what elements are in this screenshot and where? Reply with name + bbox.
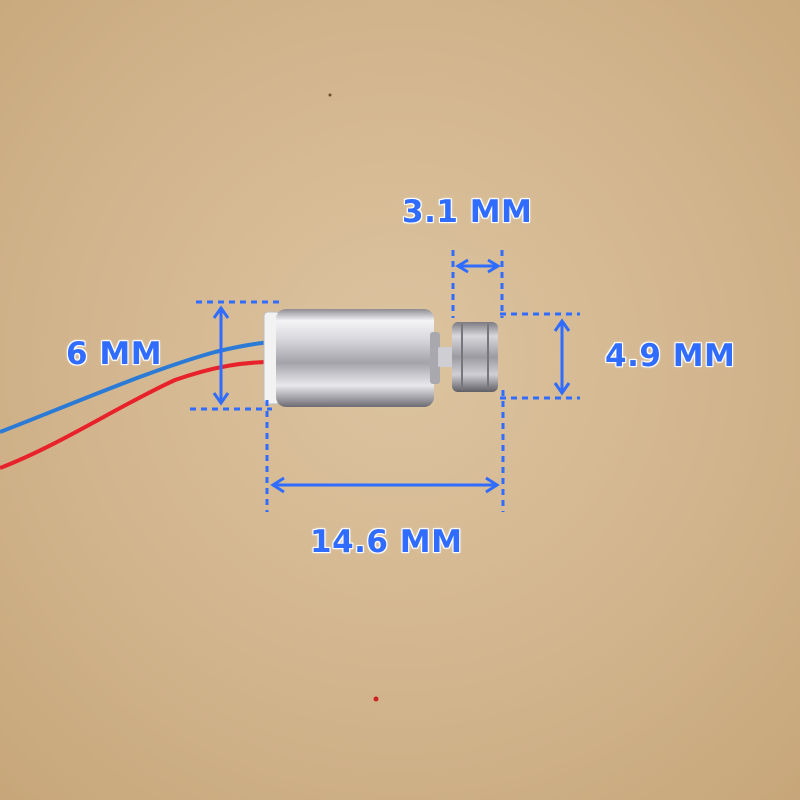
dark-speck xyxy=(328,93,332,97)
red-wire xyxy=(0,360,273,470)
weight-diameter-label: 4.9 MM xyxy=(605,338,736,374)
vibration-motor xyxy=(263,309,498,407)
diameter-label: 6 MM xyxy=(66,336,163,372)
weight-length-label: 3.1 MM xyxy=(402,194,533,230)
eccentric-weight xyxy=(452,322,498,392)
red-speck xyxy=(373,696,379,702)
dimension-lines xyxy=(190,250,580,512)
length-label: 14.6 MM xyxy=(310,524,463,560)
blue-wire xyxy=(0,340,273,434)
